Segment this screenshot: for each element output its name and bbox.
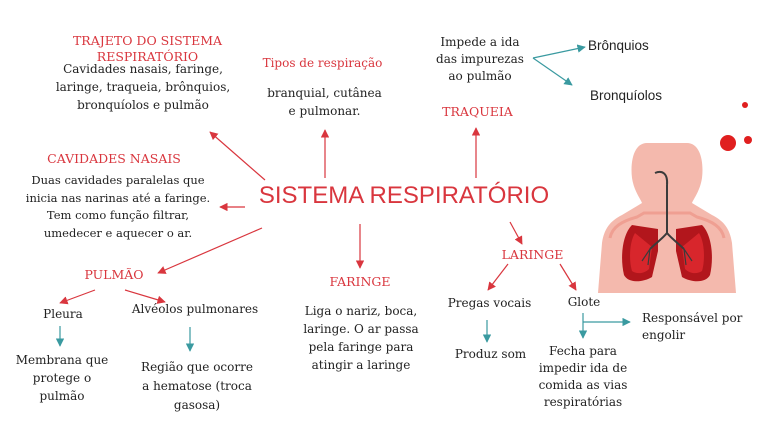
arrow-to-pleura: [60, 290, 95, 303]
pregas-label: Pregas vocais: [442, 296, 537, 311]
bronquiolos-label: Bronquíolos: [590, 88, 690, 105]
cavidades-title: CAVIDADES NASAIS: [30, 151, 198, 167]
alveolos-label: Alvéolos pulmonares: [122, 302, 268, 317]
pleura-label: Pleura: [28, 307, 98, 322]
tipos-text: branquial, cutânea e pulmonar.: [262, 84, 387, 120]
arrow-to-glote: [560, 264, 576, 290]
pleura-desc: Membrana que protege o pulmão: [14, 351, 110, 405]
center-title: SISTEMA RESPIRATÓRIO: [246, 181, 562, 211]
trajeto-text: Cavidades nasais, faringe, laringe, traq…: [54, 60, 232, 114]
glote-desc: Fecha para impedir ida de comida as vias…: [530, 343, 636, 411]
lungs-illustration: [592, 143, 742, 293]
glote-label: Glote: [560, 295, 608, 310]
decor-dot-small: [744, 136, 752, 144]
pulmao-title: PULMÃO: [72, 267, 156, 283]
arrow-to-bronquios: [533, 47, 585, 58]
decor-dot-tiny: [742, 102, 748, 108]
arrow-to-trajeto: [210, 132, 265, 180]
arrow-to-pregas: [488, 264, 508, 290]
alveolos-desc: Região que ocorre a hematose (troca gaso…: [136, 358, 258, 415]
glote-desc2: Responsável por engolir: [642, 310, 752, 344]
faringe-title: FARINGE: [315, 274, 405, 290]
arrow-to-alveolos: [125, 290, 165, 302]
pregas-desc: Produz som: [448, 347, 533, 362]
arrow-to-bronquiolos: [533, 58, 572, 85]
laringe-title: LARINGE: [490, 247, 575, 263]
faringe-text: Liga o nariz, boca, laringe. O ar passa …: [298, 302, 424, 374]
tipos-title: Tipos de respiração: [255, 56, 390, 71]
impede-text: Impede a ida das impurezas ao pulmão: [430, 34, 530, 85]
bronquios-label: Brônquios: [588, 38, 678, 55]
cavidades-text: Duas cavidades paralelas que inicia nas …: [20, 172, 216, 242]
traqueia-title: TRAQUEIA: [430, 104, 525, 120]
arrow-to-laringe: [510, 222, 522, 244]
